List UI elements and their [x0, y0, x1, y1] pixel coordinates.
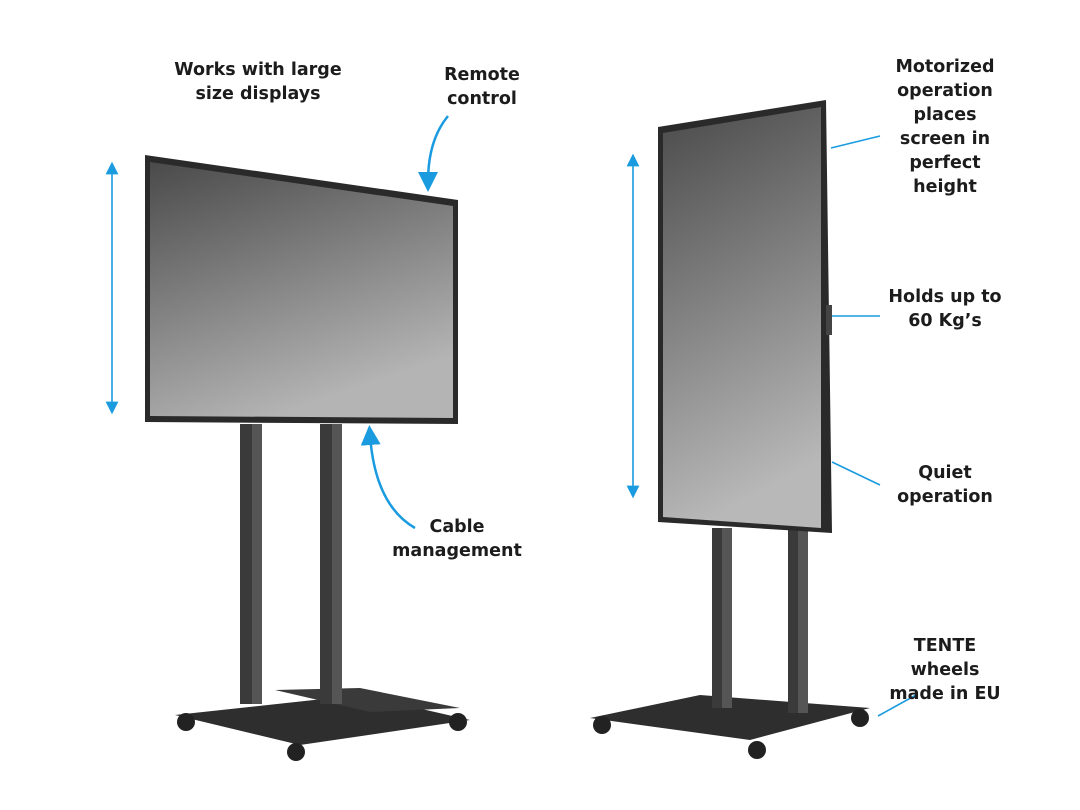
wheel-icon: [177, 713, 195, 731]
wheel-icon: [748, 741, 766, 759]
left-stand: [145, 155, 470, 761]
left-display-screen: [150, 162, 453, 418]
label-large-displays: Works with large size displays: [174, 60, 342, 104]
right-display-screen: [663, 107, 821, 528]
callout-lines: [105, 115, 917, 717]
quiet-line: [831, 461, 881, 486]
remote-arrow: [418, 115, 449, 192]
label-remote-control: Remote control: [444, 65, 520, 109]
label-wheels: TENTE wheels made in EU: [889, 636, 1001, 704]
label-quiet: Quiet operation: [897, 463, 993, 507]
motorized-line: [830, 135, 881, 149]
label-motorized: Motorized operation places screen in per…: [895, 57, 995, 197]
label-holds: Holds up to 60 Kg’s: [888, 287, 1002, 331]
wheel-icon: [449, 713, 467, 731]
label-cable-management: Cable management: [392, 517, 522, 561]
right-stand: [590, 100, 870, 759]
wheel-icon: [287, 743, 305, 761]
wheels-line: [877, 694, 917, 717]
wheel-icon: [851, 709, 869, 727]
wheel-icon: [593, 716, 611, 734]
cable-arrow: [360, 425, 416, 530]
